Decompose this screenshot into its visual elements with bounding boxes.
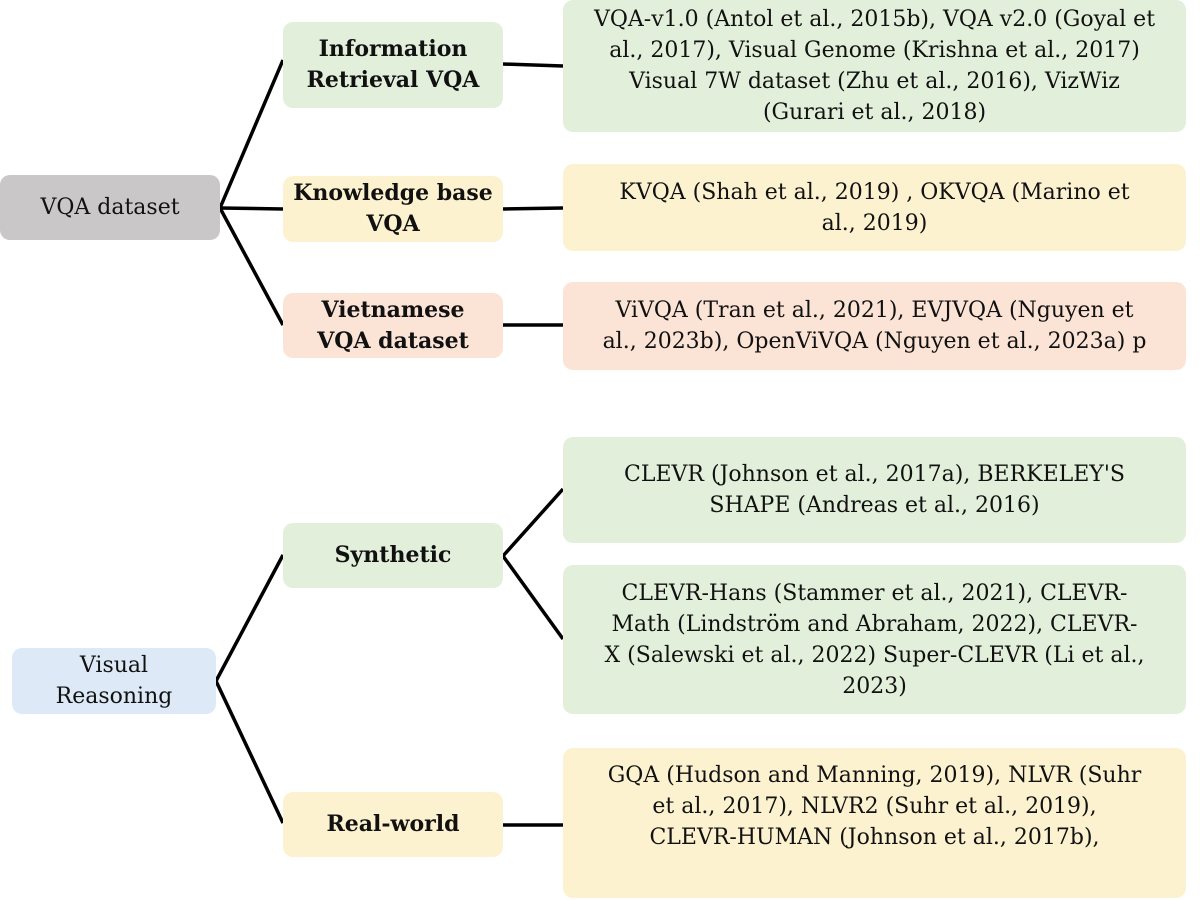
connector-knowledge-base-to-leaf (502, 206, 564, 211)
leaf-node-real-world-datasets: GQA (Hudson and Manning, 2019), NLVR (Su… (563, 748, 1186, 898)
connector-vqa-to-vietnamese (218, 207, 285, 326)
connector-synthetic-to-leaf-1 (501, 487, 565, 558)
connector-vr-to-synthetic (214, 554, 285, 682)
root-node-visual-reasoning: Visual Reasoning (12, 648, 216, 714)
leaf-node-text: CLEVR-Hans (Stammer et al., 2021), CLEVR… (604, 580, 1145, 699)
branch-node-label: Knowledge base VQA (293, 180, 493, 237)
root-node-vqa-dataset: VQA dataset (0, 175, 220, 240)
leaf-node-synthetic-datasets-1: CLEVR (Johnson et al., 2017a), BERKELEY'… (563, 437, 1186, 543)
branch-node-vietnamese-vqa-dataset: Vietnamese VQA dataset (283, 293, 503, 358)
root-node-label: Visual Reasoning (55, 653, 173, 709)
leaf-node-vietnamese-datasets: ViVQA (Tran et al., 2021), EVJVQA (Nguye… (563, 282, 1186, 370)
connector-info-retrieval-to-leaf (502, 62, 564, 68)
branch-node-label: Vietnamese VQA dataset (317, 296, 469, 354)
leaf-node-text: KVQA (Shah et al., 2019) , OKVQA (Marino… (619, 179, 1130, 236)
connector-vr-to-real-world (214, 680, 285, 824)
leaf-node-text: VQA-v1.0 (Antol et al., 2015b), VQA v2.0… (593, 7, 1156, 125)
branch-node-knowledge-base-vqa: Knowledge base VQA (283, 176, 503, 242)
leaf-node-knowledge-base-datasets: KVQA (Shah et al., 2019) , OKVQA (Marino… (563, 164, 1186, 251)
branch-node-label: Information Retrieval VQA (306, 36, 480, 93)
leaf-node-text: GQA (Hudson and Manning, 2019), NLVR (Su… (607, 763, 1142, 850)
leaf-node-text: CLEVR (Johnson et al., 2017a), BERKELEY'… (624, 462, 1125, 518)
branch-node-label: Real-world (326, 811, 460, 837)
leaf-node-information-retrieval-datasets: VQA-v1.0 (Antol et al., 2015b), VQA v2.0… (563, 0, 1186, 132)
branch-node-real-world: Real-world (283, 792, 503, 857)
root-node-label: VQA dataset (40, 195, 180, 220)
branch-node-label: Synthetic (334, 542, 452, 568)
branch-node-synthetic: Synthetic (283, 523, 503, 588)
branch-node-information-retrieval-vqa: Information Retrieval VQA (283, 22, 503, 108)
connector-vqa-to-info-retrieval (218, 59, 285, 209)
connector-synthetic-to-leaf-2 (501, 554, 565, 641)
leaf-node-synthetic-datasets-2: CLEVR-Hans (Stammer et al., 2021), CLEVR… (563, 565, 1186, 714)
leaf-node-text: ViVQA (Tran et al., 2021), EVJVQA (Nguye… (602, 298, 1147, 354)
connector-vqa-to-knowledge-base (219, 206, 284, 211)
